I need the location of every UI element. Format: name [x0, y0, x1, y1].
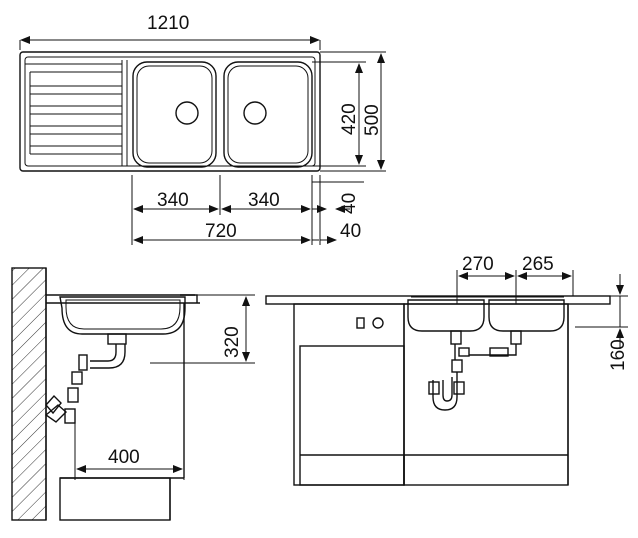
overall-width-label: 1210	[147, 13, 189, 34]
right-drain	[243, 101, 267, 125]
right-bowl-width-label: 340	[248, 190, 280, 211]
top-view: 1210 420 500 340 340 40 720 40	[19, 13, 386, 245]
sink-outline	[19, 51, 321, 172]
drainboard	[25, 60, 128, 166]
front-left-bowl	[407, 299, 485, 332]
front-view: 270 265 160	[265, 254, 629, 486]
left-bowl-width-label: 340	[157, 190, 189, 211]
right-bowl	[223, 61, 313, 168]
drain-height-label: 320	[222, 326, 243, 358]
control-panel	[356, 317, 365, 329]
control-knob	[372, 317, 384, 329]
left-drain	[175, 101, 199, 125]
sink-outline-inner	[24, 56, 316, 167]
front-right-bowl	[488, 299, 565, 332]
left-bowl-inner	[136, 65, 213, 164]
drain-offset-label: 400	[108, 447, 140, 468]
wall-hatch	[11, 267, 47, 521]
rear-edge-label: 40	[340, 221, 361, 242]
bowl-depth-label: 420	[339, 103, 360, 135]
front-edge-label: 40	[339, 193, 360, 214]
right-bowl-inner	[227, 65, 309, 164]
right-spacing-label: 265	[522, 254, 554, 275]
bowl-section-width-label: 720	[205, 221, 237, 242]
overall-depth-label: 500	[362, 104, 383, 136]
left-bowl	[132, 61, 217, 168]
side-section-view: 320 400	[11, 267, 255, 521]
side-height-label: 160	[608, 339, 629, 371]
left-spacing-label: 270	[462, 254, 494, 275]
